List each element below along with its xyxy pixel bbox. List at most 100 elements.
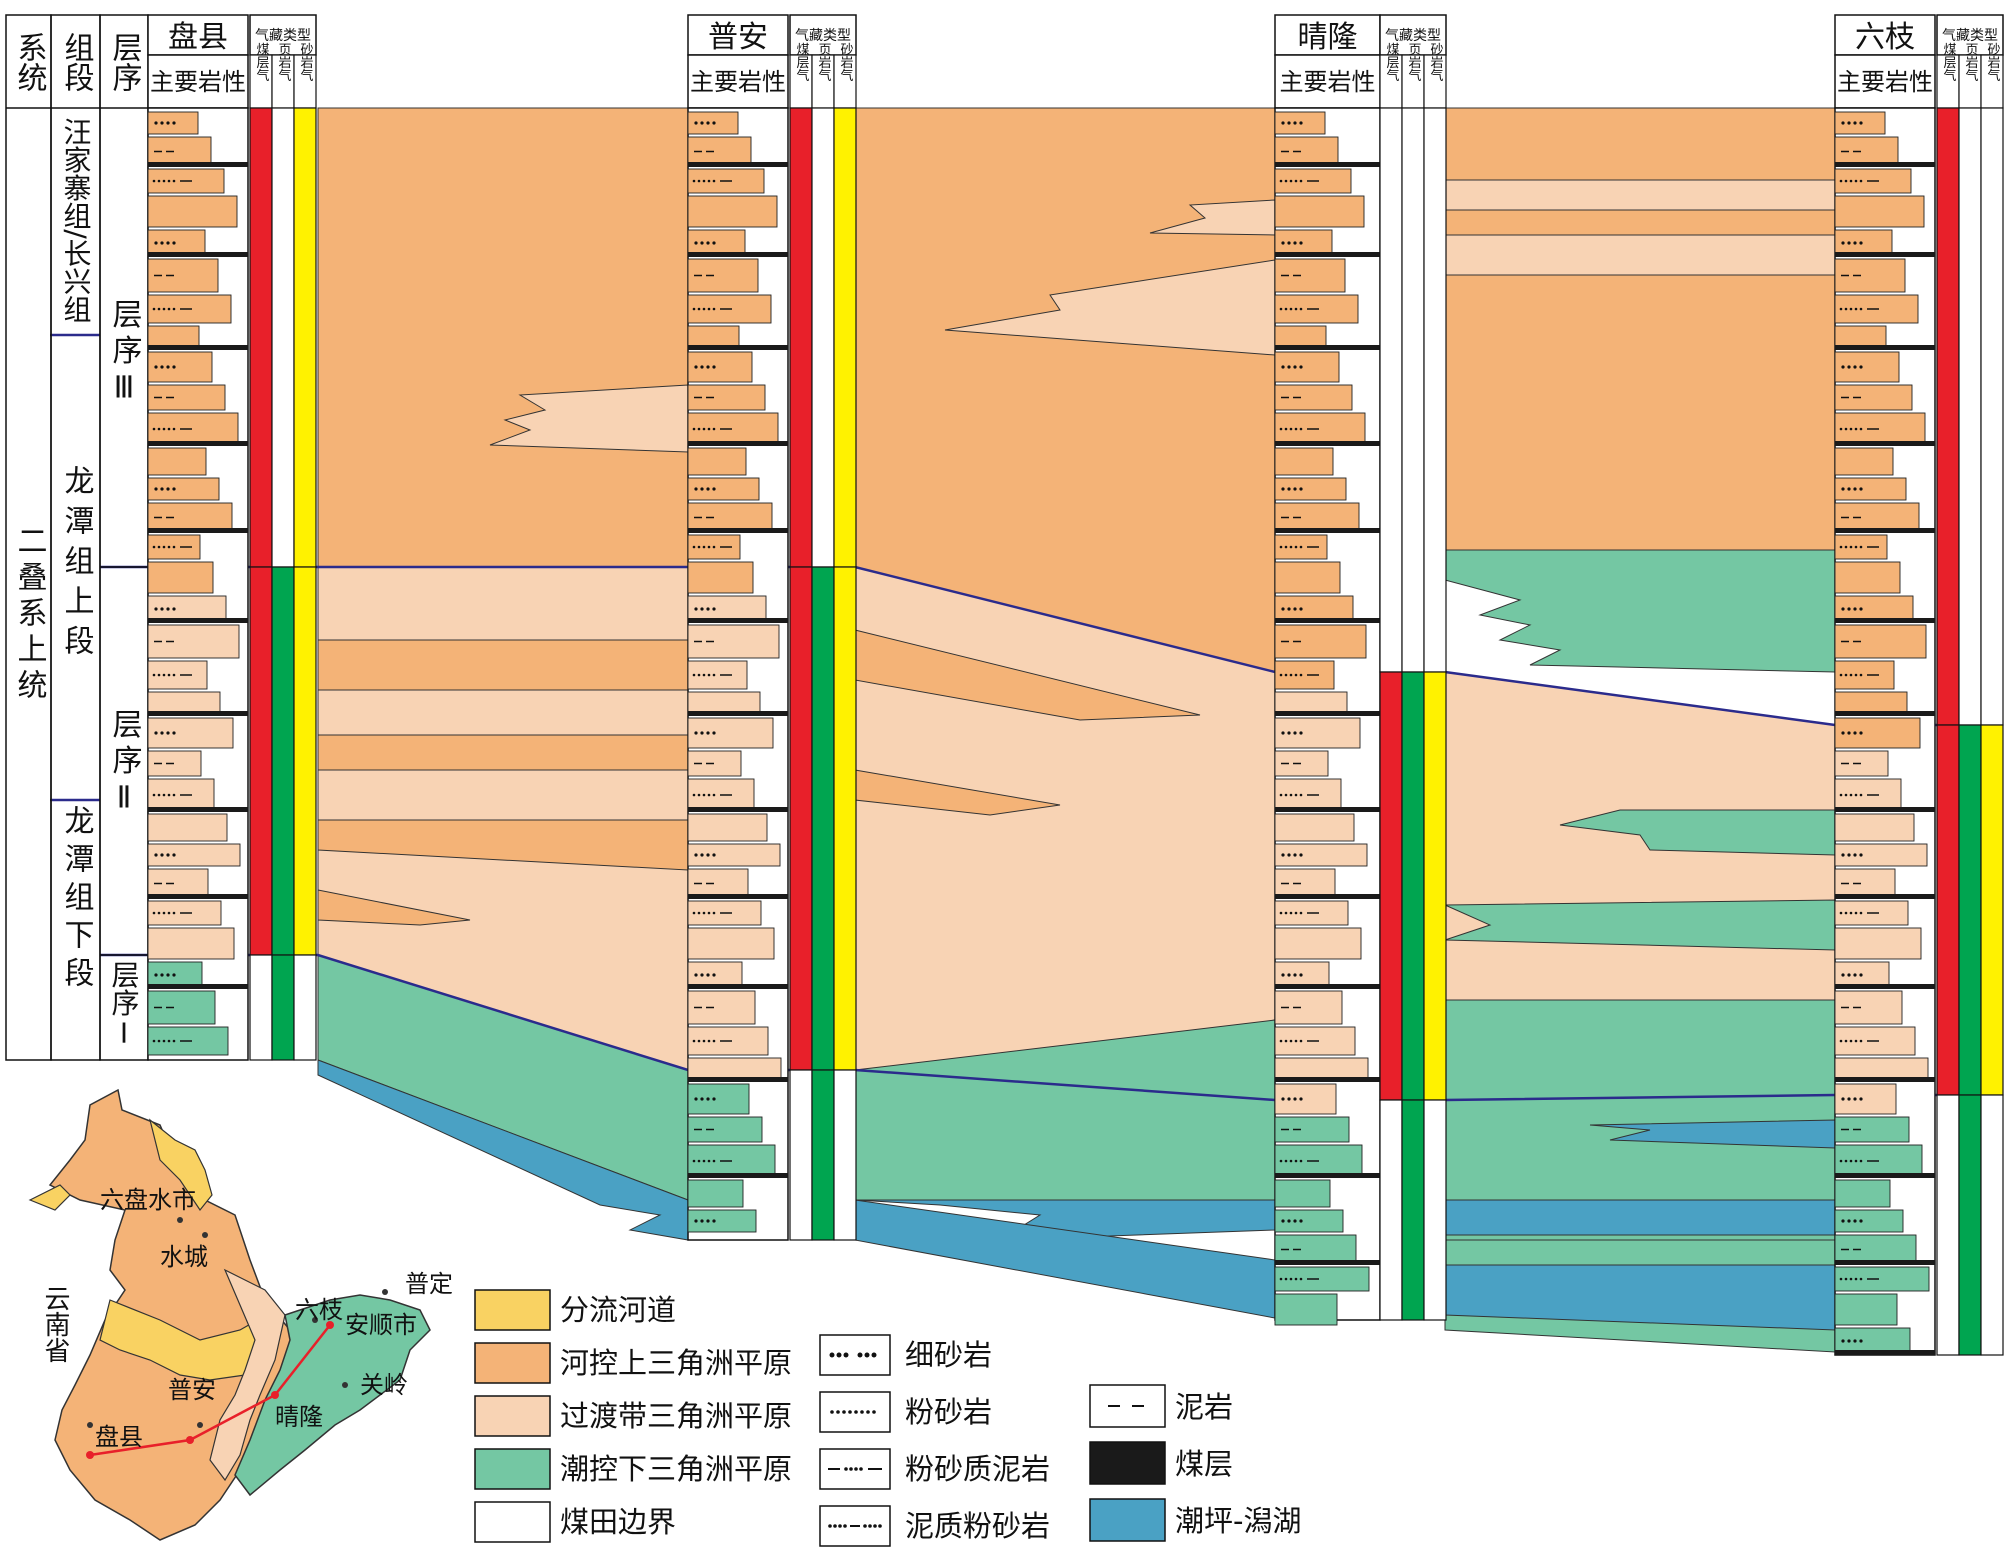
- stratum-bed: [1834, 1209, 1904, 1233]
- map-label-panxian: 盘县: [95, 1423, 143, 1451]
- sequence-header-label: 层序: [107, 32, 143, 92]
- gas-subheader-sandstone: 砂岩气: [838, 43, 854, 82]
- coal-seam: [1835, 528, 1935, 533]
- coal-seam: [1275, 1260, 1380, 1265]
- gas-reservoir-cell: [1936, 724, 1960, 1096]
- coal-seam: [148, 807, 248, 812]
- map-label-qinglong: 晴隆: [275, 1403, 323, 1431]
- stratum-bed: [1274, 351, 1340, 383]
- facies-tidal-flat-4: [1444, 1199, 1836, 1236]
- lithology-header: 主要岩性: [150, 68, 246, 96]
- facies-legend-swatch: [474, 1342, 551, 1384]
- profile-line: [86, 1321, 334, 1459]
- stratum-bed: [687, 561, 754, 594]
- lithology-legend-label: 粉砂质泥岩: [905, 1452, 1050, 1486]
- gas-type-header-box: [1379, 14, 1447, 56]
- gas-reservoir-cell: [1401, 1099, 1425, 1321]
- gas-reservoir-cell: [1958, 1094, 1982, 1356]
- gas-reservoir-cell: [1980, 107, 2004, 726]
- coal-seam: [1275, 441, 1380, 446]
- gas-reservoir-cell: [811, 566, 835, 1071]
- coal-seam: [688, 252, 788, 257]
- other-legend-label: 泥岩: [1175, 1390, 1233, 1424]
- gas-reservoir-cell: [1958, 107, 1982, 726]
- coal-seam: [1275, 894, 1380, 899]
- facies-upper-delta-seq2-1: [317, 639, 689, 691]
- coal-seam: [1835, 162, 1935, 167]
- stratum-bed: [1274, 412, 1366, 446]
- stratum-bed: [147, 927, 235, 960]
- stratum-bed: [1274, 813, 1355, 842]
- coal-seam: [1275, 711, 1380, 716]
- stratum-bed: [1274, 843, 1368, 867]
- sequence-boundary-top-seq2: [100, 565, 2000, 727]
- gas-reservoir-cell: [249, 566, 273, 956]
- sequence-boundary-top-seq1: [100, 953, 2000, 1102]
- stratum-bed: [1834, 813, 1915, 842]
- coal-seam: [148, 345, 248, 350]
- stratum-bed: [147, 412, 239, 446]
- stratum-bed: [687, 447, 747, 476]
- coal-seam: [148, 162, 248, 167]
- sequence-1-label: 层序Ⅰ: [108, 961, 141, 1050]
- coal-seam: [1835, 441, 1935, 446]
- gas-subheader-coalbed: 煤层气: [1941, 43, 1957, 82]
- gas-reservoir-cell: [271, 107, 295, 568]
- location-map: 六盘水市 水城 六枝 安顺市 普定 关岭 普安 晴隆 盘县 云南省: [28, 1088, 453, 1541]
- lithology-header: 主要岩性: [690, 68, 786, 96]
- gas-subheader-shale: 页岩气: [1406, 43, 1422, 82]
- stratum-bed: [1274, 195, 1365, 228]
- well-column-4: 六枝主要岩性气藏类型煤层气页岩气砂岩气: [1834, 14, 2004, 1356]
- map-label-shuicheng: 水城: [160, 1243, 208, 1271]
- coal-seam: [148, 252, 248, 257]
- sequence-column: [99, 14, 149, 1061]
- well-name-box: [1834, 14, 1936, 56]
- map-region-peach: [209, 1268, 286, 1482]
- coal-seam: [1835, 345, 1935, 350]
- other-legend-swatch: [1089, 1441, 1166, 1485]
- stratum-bed: [687, 750, 742, 777]
- well-column-2: 普安主要岩性气藏类型煤层气页岩气砂岩气: [687, 14, 857, 1241]
- well-column-3: 晴隆主要岩性气藏类型煤层气页岩气砂岩气: [1274, 14, 1447, 1326]
- gas-subheader-coalbed: 煤层气: [1384, 43, 1400, 82]
- stratum-bed: [1834, 1293, 1898, 1326]
- gas-reservoir-cell: [271, 954, 295, 1061]
- map-label-puan: 普安: [168, 1376, 216, 1404]
- gas-subheader-sandstone: 砂岩气: [1428, 43, 1444, 82]
- well-name: 六枝: [1855, 20, 1915, 55]
- stratum-bed: [147, 561, 214, 594]
- gas-subheader-shale: 页岩气: [276, 43, 292, 82]
- gas-reservoir-cell: [811, 1069, 835, 1241]
- stratum-bed: [1274, 561, 1341, 594]
- gas-reservoir-cell: [833, 566, 857, 1071]
- map-label-anshun: 安顺市: [345, 1311, 417, 1339]
- facies-correlation-fills: [317, 107, 1836, 1353]
- gas-type-header: 气藏类型: [1385, 28, 1441, 44]
- gas-reservoir-cell: [1423, 107, 1447, 673]
- stratum-bed: [147, 447, 207, 476]
- coal-seam: [688, 807, 788, 812]
- stratum-bed: [1274, 1266, 1370, 1292]
- formation-middle: 龙潭组上段: [59, 465, 95, 665]
- gas-reservoir-cell: [789, 1069, 813, 1241]
- lithology-legend-label: 细砂岩: [905, 1338, 992, 1372]
- facies-upper-delta-seq2-3: [317, 734, 689, 771]
- gas-type-header: 气藏类型: [1942, 28, 1998, 44]
- sequence-boundaries: [50, 333, 2000, 1102]
- other-legend-swatch: [1089, 1384, 1166, 1428]
- map-label-liuzhi: 六枝: [295, 1296, 343, 1324]
- coal-seam: [148, 894, 248, 899]
- stratum-bed: [687, 813, 768, 842]
- gas-reservoir-cell: [293, 566, 317, 956]
- stratum-bed: [1834, 843, 1928, 867]
- stratum-bed: [1834, 447, 1894, 476]
- gas-reservoir-cell: [811, 107, 835, 568]
- gas-reservoir-cell: [293, 954, 317, 1061]
- gas-reservoir-cell: [1980, 1094, 2004, 1356]
- coal-seam: [148, 711, 248, 716]
- well-name-box: [147, 14, 249, 56]
- stratum-bed: [687, 1209, 757, 1233]
- stratum-bed: [1834, 412, 1926, 446]
- facies-legend-swatch: [474, 1395, 551, 1437]
- coal-seam: [1275, 807, 1380, 812]
